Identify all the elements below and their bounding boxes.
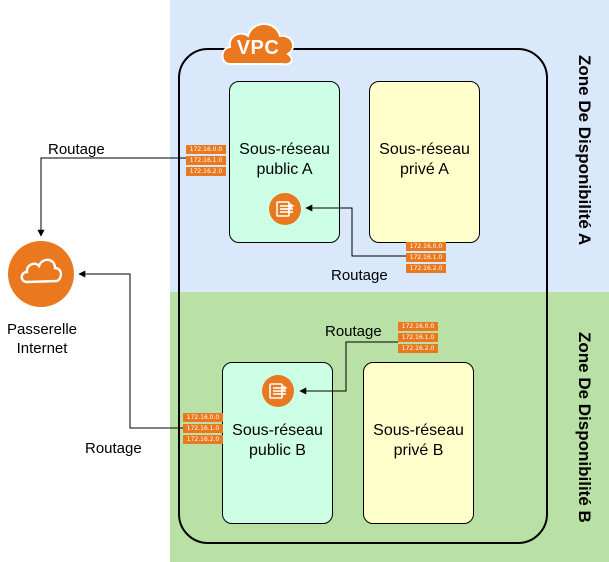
route-table-private-b: 172.16.0.0 172.16.1.0 172.16.2.0 (398, 322, 438, 355)
route-line-public-a-to-gateway (37, 157, 186, 237)
route-entry: 172.16.1.0 (406, 253, 446, 262)
zone-a-label: Zone De Disponibilité A (575, 54, 594, 246)
routing-label-bottom-left: Routage (85, 440, 142, 457)
subnet-public-b-label: Sous-réseau public B (232, 422, 323, 459)
route-entry: 172.16.1.0 (398, 333, 438, 342)
route-entry: 172.16.2.0 (186, 167, 226, 176)
subnet-private-b-label: Sous-réseau privé B (373, 422, 464, 459)
route-entry: 172.16.2.0 (183, 435, 223, 444)
nat-gateway-icon (268, 192, 302, 226)
route-entry: 172.16.0.0 (183, 413, 223, 422)
gateway-label: Passerelle Internet (6, 321, 78, 357)
route-table-public-b: 172.16.0.0 172.16.1.0 172.16.2.0 (183, 413, 223, 446)
route-entry: 172.16.1.0 (186, 156, 226, 165)
route-entry: 172.16.0.0 (398, 322, 438, 331)
route-entry: 172.16.0.0 (186, 145, 226, 154)
route-entry: 172.16.1.0 (183, 424, 223, 433)
route-line-public-b-to-gateway (78, 270, 183, 429)
route-entry: 172.16.0.0 (406, 242, 446, 251)
subnet-private-a[interactable]: Sous-réseau privé A (369, 81, 480, 243)
nat-gateway-icon (261, 374, 295, 408)
subnet-private-a-label: Sous-réseau privé A (379, 141, 470, 178)
route-table-public-a: 172.16.0.0 172.16.1.0 172.16.2.0 (186, 145, 226, 178)
subnet-private-b[interactable]: Sous-réseau privé B (363, 362, 474, 524)
zone-b-label: Zone De Disponibilité B (575, 331, 594, 523)
routing-label-zone-b: Routage (325, 323, 382, 340)
route-entry: 172.16.2.0 (406, 264, 446, 273)
vpc-cloud-icon: VPC (218, 14, 298, 68)
route-entry: 172.16.2.0 (398, 344, 438, 353)
route-table-private-a: 172.16.0.0 172.16.1.0 172.16.2.0 (406, 242, 446, 275)
subnet-public-a-label: Sous-réseau public A (239, 141, 330, 178)
vpc-label: VPC (236, 37, 280, 59)
internet-gateway-icon[interactable] (7, 240, 75, 308)
routing-label-top-left: Routage (48, 141, 105, 158)
routing-label-zone-a: Routage (331, 267, 388, 284)
